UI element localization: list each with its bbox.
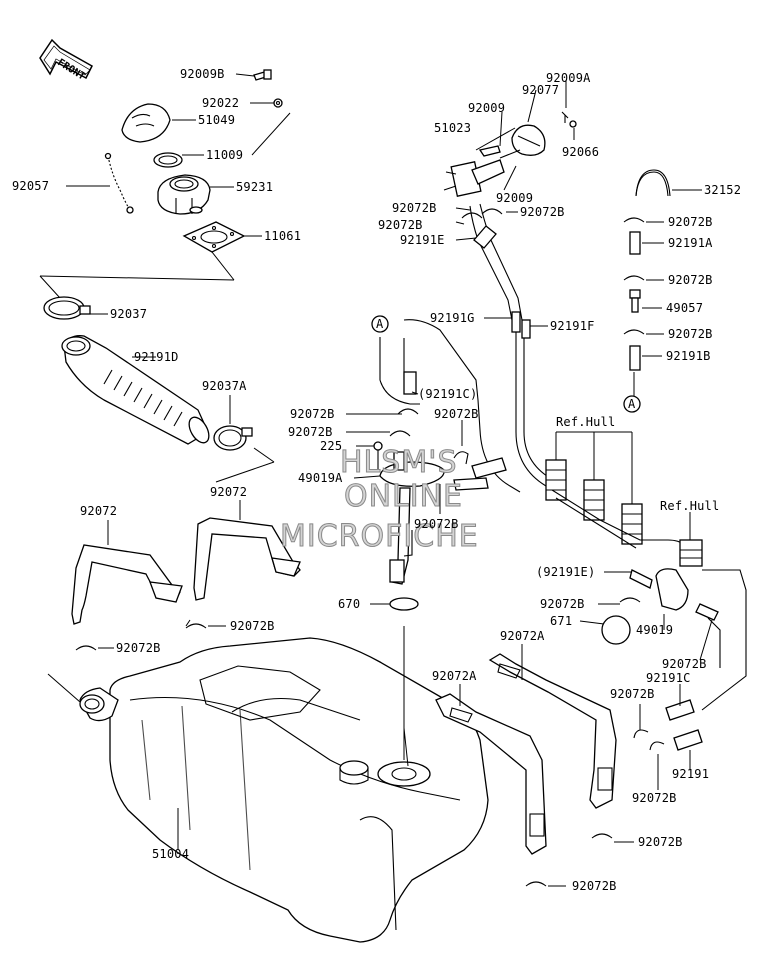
- right-hose-stack: [623, 169, 702, 396]
- part-label: 92072B: [668, 327, 713, 341]
- part-label: 92009: [496, 191, 533, 205]
- part-label: 92072B: [290, 407, 335, 421]
- part-label: 92191: [672, 767, 709, 781]
- part-label: 49019: [636, 623, 673, 637]
- part-label: 92191A: [668, 236, 713, 250]
- part-label: 92072B: [668, 215, 713, 229]
- part-label: 92009A: [546, 71, 591, 85]
- part-label: 92072B: [288, 425, 333, 439]
- part-label: (92191C): [418, 387, 477, 401]
- part-label: 92072: [210, 485, 247, 499]
- part-label: 92077: [522, 83, 559, 97]
- part-label: 92072B: [540, 597, 585, 611]
- part-label: 51023: [434, 121, 471, 135]
- part-label: 670: [338, 597, 360, 611]
- vent-valve-51023: [443, 80, 577, 487]
- part-number-labels: 92009B 92022 51049 11009 92057 59231 110…: [12, 67, 741, 893]
- watermark-line-3: MICROFICHE: [280, 519, 479, 554]
- part-label: 11061: [264, 229, 301, 243]
- reference-marker-a: A: [376, 317, 384, 331]
- part-label: 49057: [666, 301, 703, 315]
- part-label: 92037: [110, 307, 147, 321]
- filler-cap-assembly: [104, 69, 283, 253]
- part-label: 92072B: [230, 619, 275, 633]
- reference-markers: A A: [371, 315, 641, 413]
- part-label: 92072B: [572, 879, 617, 893]
- part-label: 11009: [206, 148, 243, 162]
- strap-brackets-92072A: [435, 644, 634, 887]
- part-label: 92072B: [378, 218, 423, 232]
- part-label: 49019A: [298, 471, 343, 485]
- filler-hose-92191D: [61, 335, 210, 445]
- fuel-tank-51004: [47, 637, 489, 943]
- part-label: 92072B: [638, 835, 683, 849]
- clamp-92037: [43, 296, 108, 320]
- part-label: 92072B: [434, 407, 479, 421]
- part-label: 225: [320, 439, 342, 453]
- part-label: 92022: [202, 96, 239, 110]
- watermark-line-2: ONLINE: [344, 479, 463, 514]
- part-label: 92072B: [668, 273, 713, 287]
- hull-clips: [545, 431, 691, 561]
- part-label: 92191F: [550, 319, 595, 333]
- part-label: 92072A: [500, 629, 545, 643]
- part-label: 92072B: [610, 687, 655, 701]
- part-label: 51049: [198, 113, 235, 127]
- part-label: (92191E): [536, 565, 595, 579]
- clips-left: [75, 619, 226, 651]
- part-label: 92191D: [134, 350, 179, 364]
- part-label: 92009B: [180, 67, 225, 81]
- part-label: 92072B: [662, 657, 707, 671]
- fuel-filter-49019: [579, 512, 747, 790]
- part-label: Ref.Hull: [660, 499, 719, 513]
- part-label: 32152: [704, 183, 741, 197]
- part-label: 92009: [468, 101, 505, 115]
- part-label: 51004: [152, 847, 189, 861]
- clamp-92037A: [213, 395, 253, 451]
- fuel-pickup-49019A: [346, 319, 521, 767]
- part-label: 92072B: [392, 201, 437, 215]
- part-label: 92191B: [666, 349, 711, 363]
- part-label: 92072B: [414, 517, 459, 531]
- reference-marker-a: A: [628, 397, 636, 411]
- watermark: HLSM'S ONLINE MICROFICHE: [280, 445, 479, 555]
- part-label: 92072: [80, 504, 117, 518]
- part-label: 92191G: [430, 311, 475, 325]
- part-label: 92072B: [520, 205, 565, 219]
- part-label: Ref.Hull: [556, 415, 615, 429]
- part-label: 671: [550, 614, 572, 628]
- part-label: 92072B: [632, 791, 677, 805]
- part-label: 92072A: [432, 669, 477, 683]
- watermark-line-1: HLSM'S: [340, 445, 458, 480]
- part-label: 92066: [562, 145, 599, 159]
- strap-brackets-92072: [71, 447, 301, 625]
- front-arrow-icon: FRONT: [39, 38, 93, 82]
- leader-lines-top-left: [39, 73, 291, 299]
- part-label: 92057: [12, 179, 49, 193]
- part-label: 92191E: [400, 233, 445, 247]
- part-label: 92191C: [646, 671, 691, 685]
- part-label: 59231: [236, 180, 273, 194]
- part-label: 92037A: [202, 379, 247, 393]
- part-label: 92072B: [116, 641, 161, 655]
